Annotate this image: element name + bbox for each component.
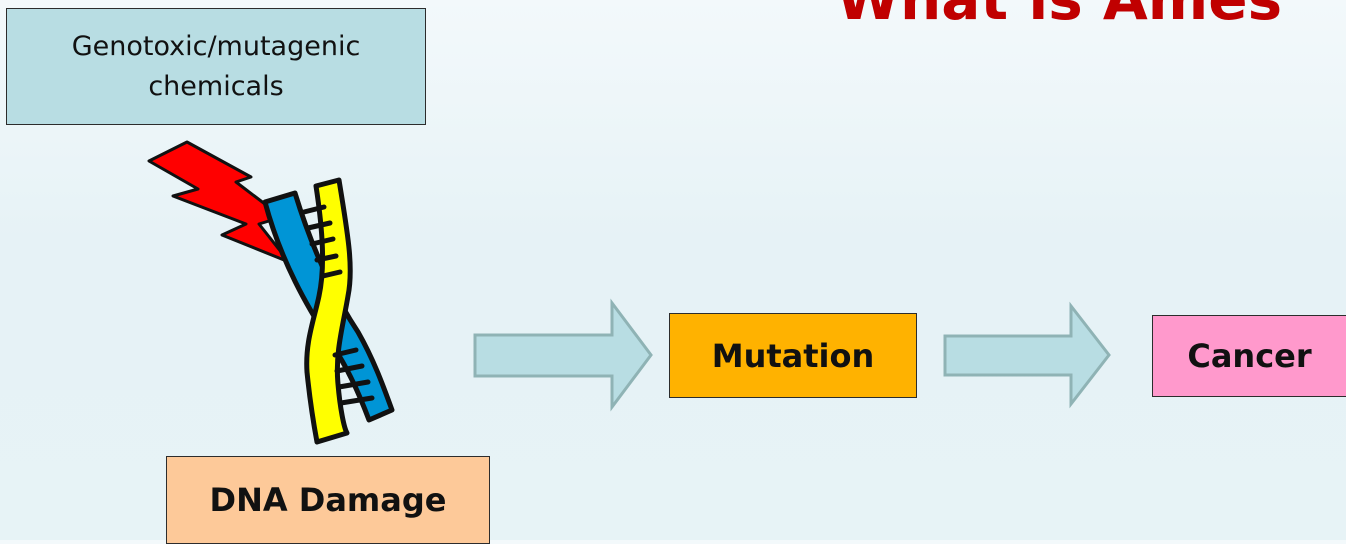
node-mutation: Mutation	[669, 313, 917, 398]
node-dna-damage: DNA Damage	[166, 456, 490, 544]
node-cancer: Cancer	[1152, 315, 1346, 397]
lightning-bolt-icon	[147, 140, 291, 264]
dna-helix-icon	[262, 177, 395, 445]
node-dna-damage-label: DNA Damage	[209, 481, 447, 519]
node-chemicals-label: Genotoxic/mutagenic chemicals	[71, 30, 361, 102]
node-mutation-label: Mutation	[711, 336, 875, 375]
node-chemicals: Genotoxic/mutagenic chemicals	[6, 8, 426, 125]
slide-title: What is Ames	[836, 0, 1282, 32]
node-cancer-label: Cancer	[1187, 337, 1312, 375]
arrow-damage-to-mutation	[473, 298, 653, 412]
arrow-mutation-to-cancer	[943, 301, 1111, 409]
